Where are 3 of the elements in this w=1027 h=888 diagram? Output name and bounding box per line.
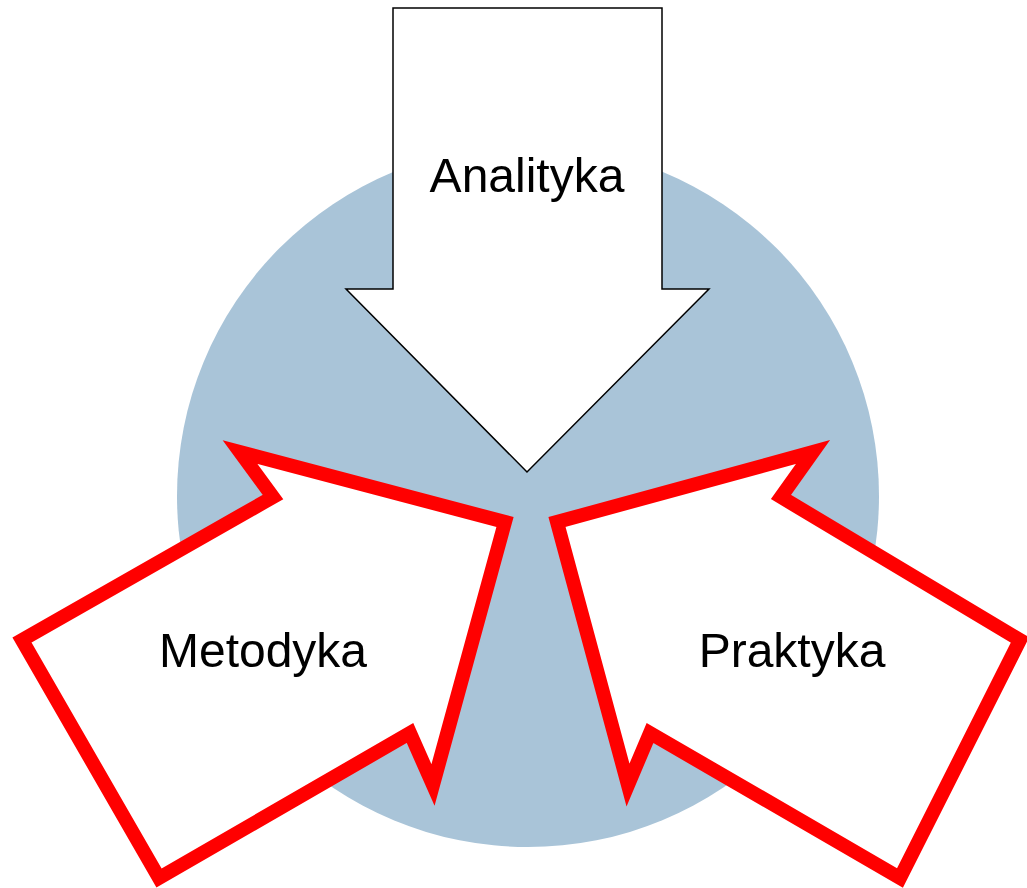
arrow-label: Metodyka — [158, 622, 368, 678]
arrow-label: Praktyka — [698, 622, 886, 678]
arrow-label: Analityka — [429, 147, 625, 203]
